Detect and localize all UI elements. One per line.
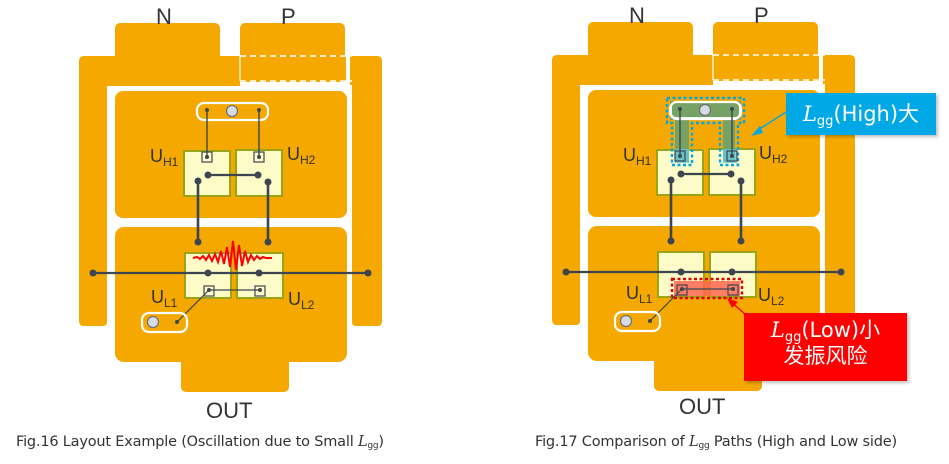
high-callout-text: (High)大: [833, 102, 920, 126]
caption-prefix: Fig.17 Comparison of: [535, 434, 689, 450]
caption-subscript: gg: [367, 441, 379, 451]
fig17-low-callout-arrowhead: [727, 298, 738, 308]
low-callout-text: (Low)小: [801, 318, 881, 342]
fig17-label-uh2: UH2: [759, 143, 788, 166]
caption-symbol: L: [689, 434, 699, 450]
fig16-power-module: [78, 22, 383, 393]
fig16-diagram: N P OUT UH1 UH2 UL1 UL2: [78, 4, 383, 423]
lgg-subscript: gg: [784, 330, 802, 345]
lgg-symbol: L: [802, 102, 817, 126]
fig16-terminal-out: OUT: [206, 398, 252, 423]
caption-subscript: gg: [698, 441, 710, 451]
fig17-diagram: N P OUT UH1 UH2 UL1 UL2: [551, 3, 856, 419]
fig17-label-uh1: UH1: [623, 145, 652, 168]
caption-symbol: L: [357, 434, 368, 450]
fig17-caption: Fig.17 Comparison of Lgg Paths (High and…: [535, 434, 897, 451]
fig17-label-ul2: UL2: [758, 285, 785, 308]
lgg-symbol: L: [770, 318, 785, 342]
fig16-label-ul2: UL2: [288, 289, 315, 312]
fig16-label-ul1: UL1: [151, 287, 178, 310]
fig16-caption: Fig.16 Layout Example (Oscillation due t…: [16, 434, 384, 451]
fig16-label-uh1: UH1: [150, 146, 179, 169]
fig17-high-callout-arrowhead: [751, 126, 763, 136]
caption-suffix: Paths (High and Low side): [709, 434, 897, 450]
fig17-terminal-n: N: [629, 3, 645, 28]
fig17-label-ul1: UL1: [626, 283, 653, 306]
fig16-oscillation-waveform: [192, 240, 272, 271]
fig17-terminal-out: OUT: [679, 394, 725, 419]
fig16-terminal-n: N: [156, 4, 172, 29]
caption-prefix: Fig.16 Layout Example (Oscillation due t…: [16, 434, 358, 450]
caption-suffix: ): [378, 434, 384, 450]
fig16-label-uh2: UH2: [287, 144, 316, 167]
low-callout-line1: Lgg(Low)小: [744, 318, 907, 345]
fig17-low-side-callout: Lgg(Low)小 发振风险: [744, 313, 907, 381]
fig16-terminal-p: P: [281, 4, 296, 29]
fig17-high-side-callout: Lgg(High)大: [786, 93, 936, 135]
lgg-subscript: gg: [816, 114, 834, 129]
fig17-terminal-p: P: [754, 3, 769, 28]
low-callout-line2: 发振风险: [783, 344, 868, 369]
